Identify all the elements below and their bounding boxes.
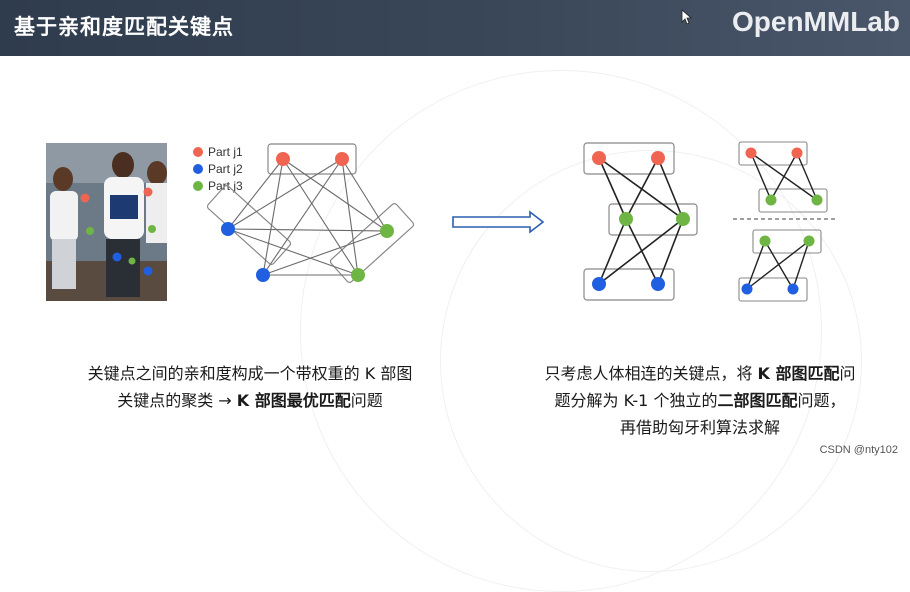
graph-diagrams — [206, 141, 838, 302]
left-caption-line1: 关键点之间的亲和度构成一个带权重的 K 部图 — [87, 364, 413, 383]
node-j2 — [256, 268, 270, 282]
left-caption-emphasis: K 部图最优匹配 — [236, 391, 351, 410]
pose-photo — [46, 143, 167, 301]
legend-item-part-j2: Part j2 — [193, 160, 243, 177]
mouse-cursor-icon — [681, 9, 693, 25]
node-j1 — [335, 152, 349, 166]
group-box-j3 — [329, 203, 415, 283]
red-dot-icon — [193, 146, 203, 157]
openmmlab-logo: OpenMMLab — [732, 6, 900, 37]
node-j3 — [351, 268, 365, 282]
right-caption: 只考虑人体相连的关键点，将 K 部图匹配问 题分解为 K-1 个独立的二部图匹配… — [490, 360, 910, 441]
slide-title: 基于亲和度匹配关键点 — [14, 15, 234, 39]
legend-label: Part j1 — [208, 144, 243, 159]
node-j3 — [380, 224, 394, 238]
legend-item-part-j1: Part j1 — [193, 143, 243, 160]
right-arrow-icon — [452, 210, 545, 234]
bipartite-graphs — [733, 141, 838, 302]
right-caption-emphasis: K 部图匹配 — [757, 364, 840, 383]
graph-edges — [227, 158, 388, 276]
node-j2 — [221, 222, 235, 236]
decomposed-graph — [583, 142, 698, 301]
right-caption-line2: 题分解为 K-1 个独立的二部图匹配问题， — [554, 391, 846, 410]
left-caption-line2: 关键点的聚类 → K 部图最优匹配问题 — [117, 391, 383, 410]
right-caption-emphasis: 二部图匹配 — [717, 391, 798, 410]
left-caption: 关键点之间的亲和度构成一个带权重的 K 部图 关键点的聚类 → K 部图最优匹配… — [40, 360, 460, 414]
right-caption-line3: 再借助匈牙利算法求解 — [619, 418, 780, 437]
slide-header: 基于亲和度匹配关键点 OpenMMLab — [0, 0, 910, 56]
node-j1 — [276, 152, 290, 166]
csdn-watermark: CSDN @nty102 — [819, 444, 898, 456]
right-caption-line1: 只考虑人体相连的关键点，将 K 部图匹配问 — [544, 364, 856, 383]
blue-dot-icon — [193, 163, 203, 174]
legend-label: Part j2 — [208, 161, 243, 176]
green-dot-icon — [193, 180, 203, 191]
group-box-j2 — [206, 185, 292, 265]
k-partite-graph — [206, 143, 415, 283]
group-box-j1 — [267, 143, 357, 175]
